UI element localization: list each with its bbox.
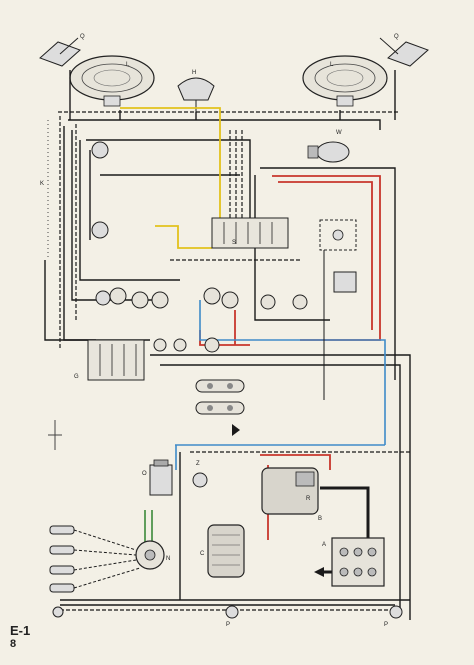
label-battery: A [322, 542, 326, 548]
headlight-left [69, 55, 155, 107]
rear-lamps [52, 605, 403, 619]
switch-cluster [109, 287, 308, 353]
fuse-box [211, 217, 289, 249]
label-fuse-box: S [232, 240, 236, 246]
ground-arrow [314, 567, 324, 577]
label-regulator: R [306, 496, 311, 502]
label-distributor: N [166, 556, 170, 562]
label-generator: C [200, 551, 205, 557]
label-horn-button: Z [196, 461, 200, 467]
interior-lights [195, 379, 245, 415]
page-number: 8 [10, 638, 17, 650]
label-headlight-left: L [126, 62, 130, 68]
harness-blue [175, 300, 386, 470]
generator [207, 524, 245, 578]
spark-plugs [49, 525, 141, 593]
wiper-motor [307, 141, 350, 163]
ignition-coil [149, 459, 173, 496]
battery [331, 537, 385, 587]
page-code: E-1 [10, 623, 31, 638]
harness-dashed [58, 111, 410, 611]
headlight-right [302, 55, 388, 107]
horn [177, 77, 215, 112]
speedometer-block [91, 141, 111, 306]
relay-right [319, 219, 357, 293]
label-wiper: W [336, 130, 342, 136]
connector-block-left [87, 339, 145, 381]
starter-motor [261, 467, 319, 515]
distributor [135, 540, 165, 570]
arrow-down [232, 424, 240, 436]
label-g: G [74, 374, 79, 380]
label-starter: B [318, 516, 322, 522]
label-left-top: Q [80, 34, 85, 40]
harness-yellow [120, 107, 221, 249]
label-tail-right: P [384, 622, 388, 628]
corner-lamp-right [379, 37, 429, 67]
harness-black [44, 70, 411, 620]
label-tail-left: P [226, 622, 230, 628]
label-right-top: Q [394, 34, 399, 40]
corner-lamp-left [39, 37, 81, 67]
oil-pressure-switch [192, 472, 208, 488]
label-coil: O [142, 471, 147, 477]
label-headlight-right: L [330, 62, 334, 68]
label-k: K [40, 181, 44, 187]
label-horn: H [192, 70, 196, 76]
